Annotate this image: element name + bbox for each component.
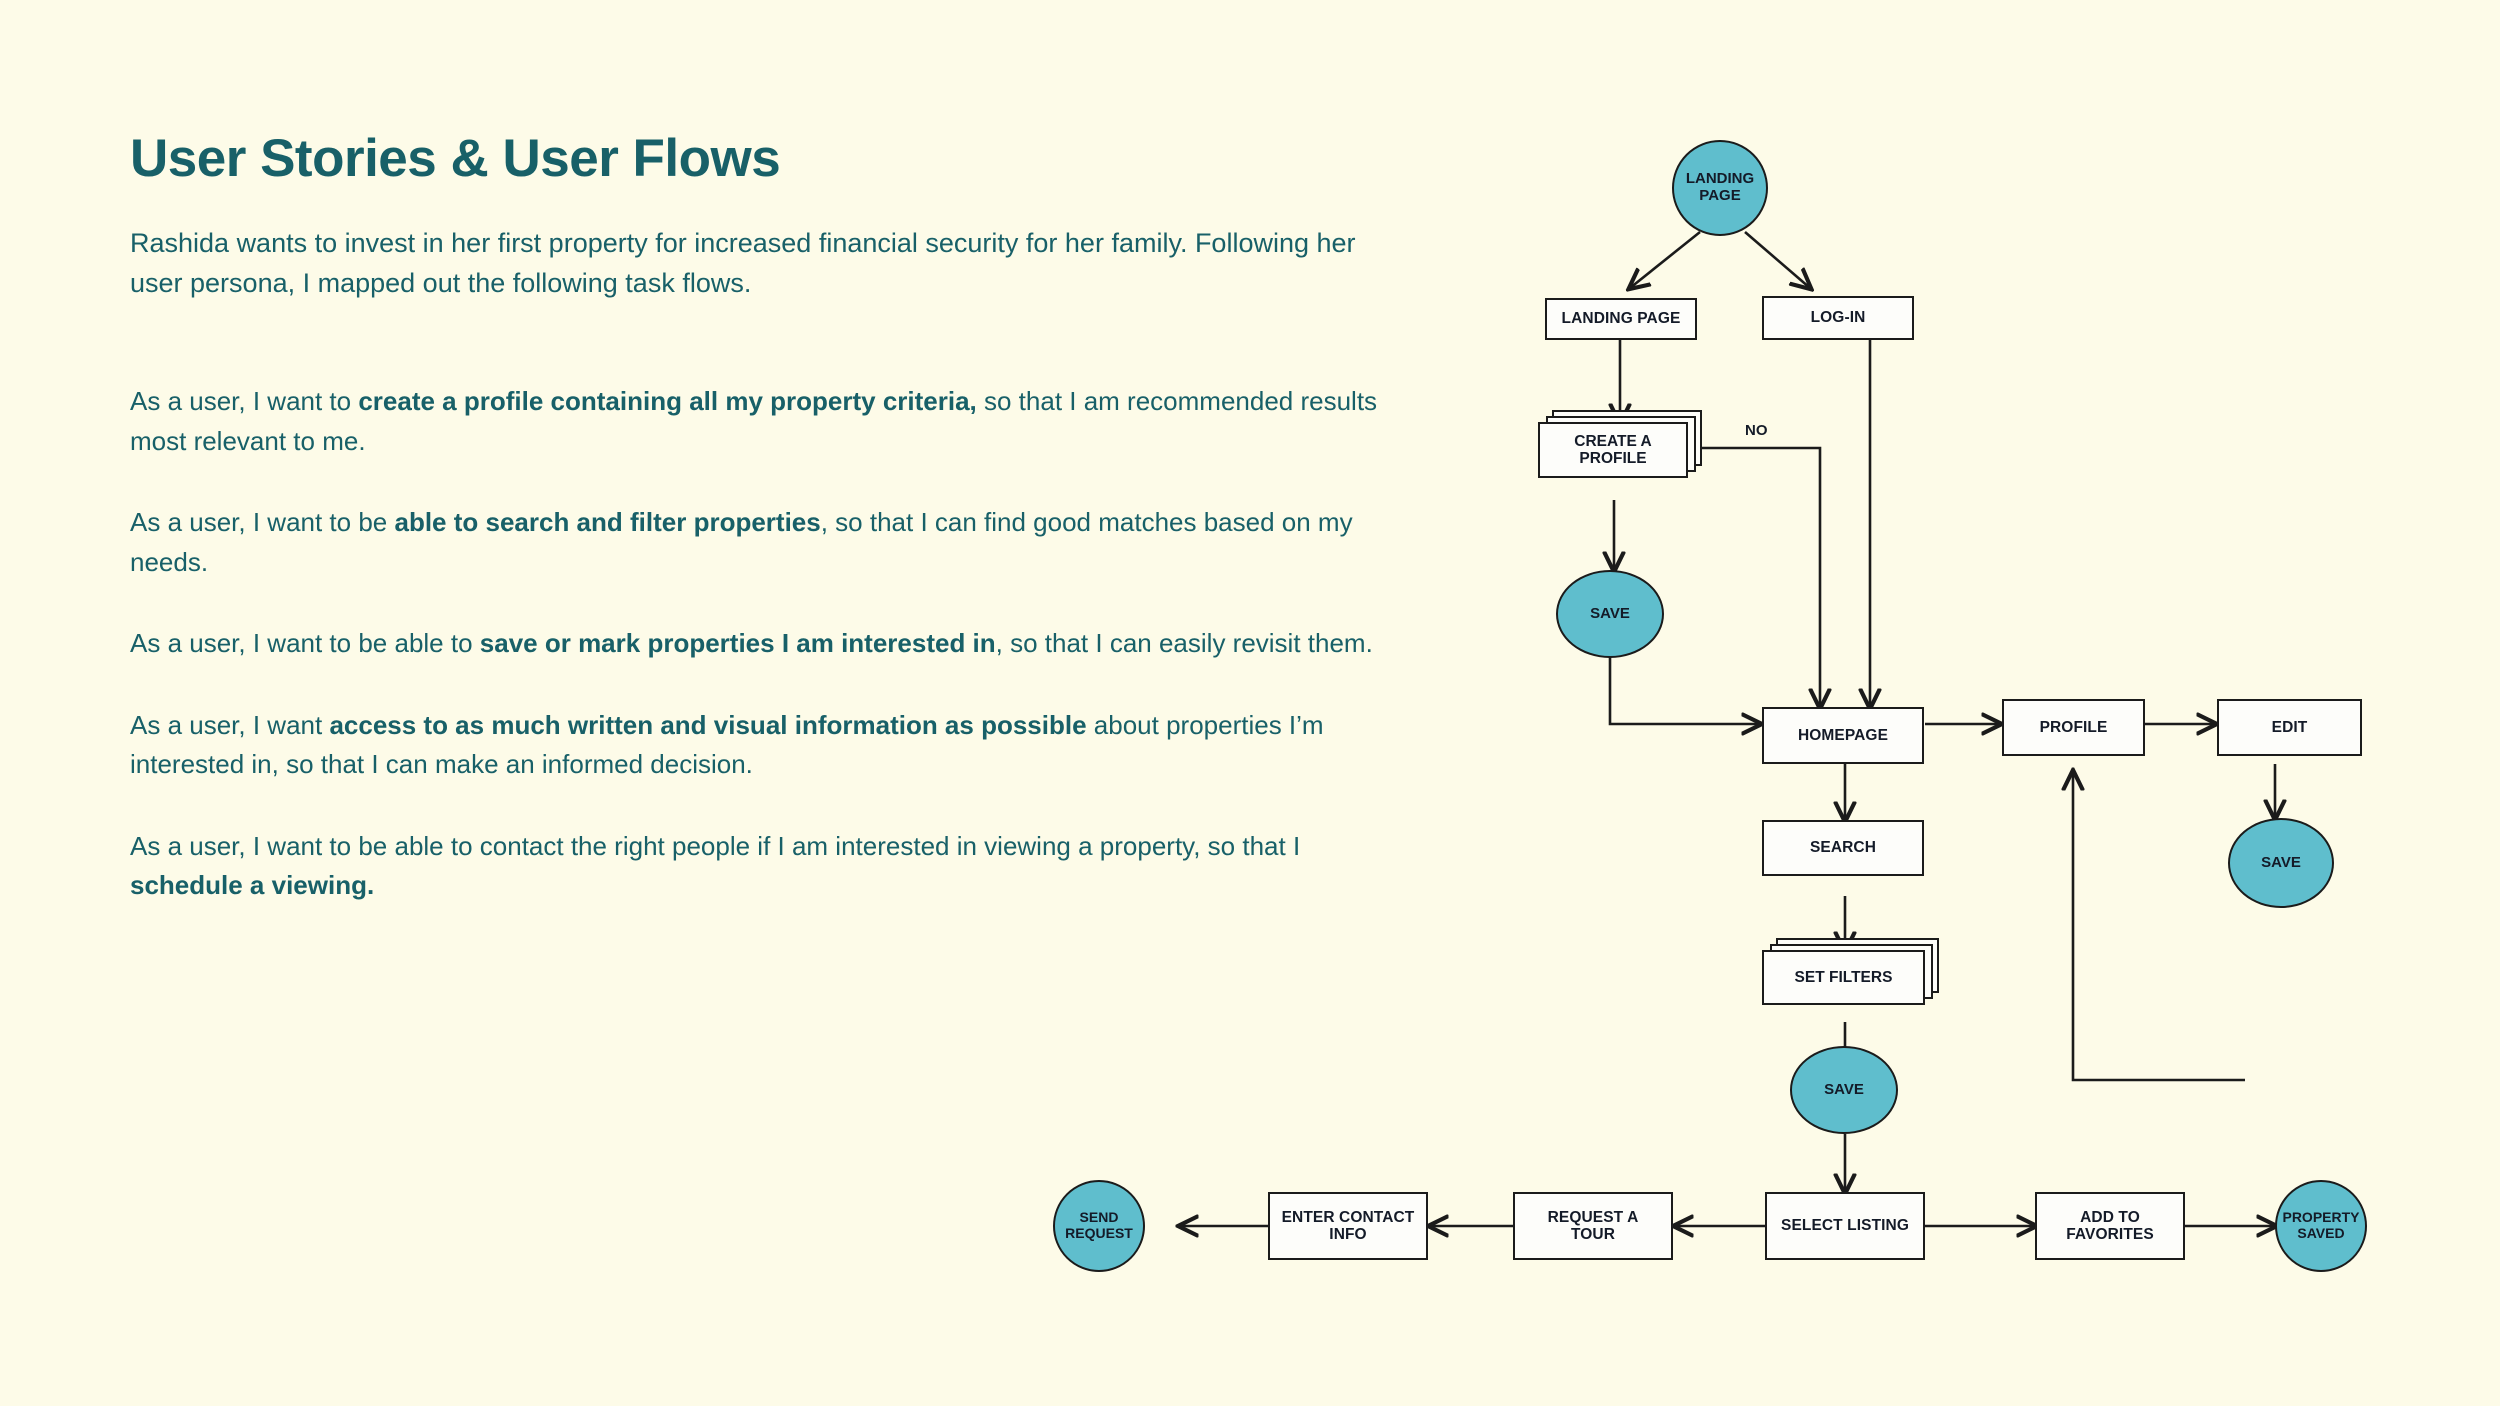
flow-node-set-filters[interactable]: SET FILTERS — [1762, 938, 1939, 1005]
flow-node-label: SEARCH — [1809, 839, 1877, 857]
flow-node-save-profile[interactable]: SAVE — [1556, 570, 1664, 658]
flow-node-select-listing[interactable]: SELECT LISTING — [1765, 1192, 1925, 1260]
flow-node-landing-page[interactable]: LANDING PAGE — [1545, 298, 1697, 340]
intro-paragraph: Rashida wants to invest in her first pro… — [130, 228, 1356, 299]
flow-node-label: ENTER CONTACT INFO — [1281, 1208, 1415, 1243]
story-5-pre: As a user, I want to be able to contact … — [130, 830, 1301, 861]
flow-node-request-a-tour[interactable]: REQUEST A TOUR — [1513, 1192, 1673, 1260]
story-2-bold: able to search and filter properties — [394, 507, 821, 538]
edge-label-text: NO — [1745, 422, 1768, 439]
story-4-post: about properties I’m interested in, so t… — [130, 709, 1324, 780]
edge-label-no: NO — [1745, 422, 1768, 439]
flow-node-edit[interactable]: EDIT — [2217, 699, 2362, 756]
flow-node-label: LOG-IN — [1810, 309, 1866, 327]
flow-node-label: SELECT LISTING — [1781, 1217, 1909, 1235]
flow-node-label: REQUEST A TOUR — [1547, 1208, 1639, 1243]
story-4-bold: access to as much written and visual inf… — [329, 709, 1087, 740]
flow-node-profile[interactable]: PROFILE — [2002, 699, 2145, 756]
story-1-pre: As a user, I want to — [130, 386, 359, 417]
user-story-4: As a user, I want access to as much writ… — [130, 706, 1420, 785]
text-column: User Stories & User Flows Rashida wants … — [130, 129, 1430, 948]
flow-node-label: PROFILE — [2039, 718, 2108, 736]
flow-node-start-landing-page[interactable]: LANDING PAGE — [1672, 140, 1768, 236]
flow-node-label: SAVE — [1824, 1080, 1864, 1098]
user-story-5: As a user, I want to be able to contact … — [130, 827, 1420, 906]
flow-node-label: LANDING PAGE — [1685, 170, 1755, 204]
flow-node-create-a-profile[interactable]: CREATE A PROFILE — [1538, 410, 1702, 478]
flow-node-save-filters[interactable]: SAVE — [1790, 1046, 1898, 1134]
story-1-post: so that I am recommended results most re… — [130, 386, 1378, 456]
flow-node-label: SAVE — [1590, 604, 1630, 622]
page-title: User Stories & User Flows — [130, 129, 781, 188]
story-1-bold: create a profile containing all my prope… — [358, 386, 977, 417]
flow-node-label-wrap: CREATE A PROFILE — [1538, 422, 1688, 478]
flow-node-label: SEND REQUEST — [1065, 1209, 1133, 1241]
flow-node-send-request[interactable]: SEND REQUEST — [1053, 1180, 1145, 1272]
story-2-pre: As a user, I want to be — [130, 507, 395, 538]
flow-node-add-to-favorites[interactable]: ADD TO FAVORITES — [2035, 1192, 2185, 1260]
story-2-post: , so that I can find good matches based … — [130, 507, 1353, 577]
flow-node-save-edit[interactable]: SAVE — [2228, 818, 2334, 908]
user-story-1: As a user, I want to create a profile co… — [130, 382, 1420, 461]
story-3-post: , so that I can easily revisit them. — [995, 628, 1373, 659]
flow-node-label: SET FILTERS — [1794, 968, 1893, 986]
flow-node-label-wrap: SET FILTERS — [1762, 950, 1925, 1005]
flow-node-label: CREATE A PROFILE — [1574, 432, 1652, 467]
flow-node-label: EDIT — [2271, 718, 2308, 736]
flow-node-homepage[interactable]: HOMEPAGE — [1762, 707, 1924, 764]
flow-node-enter-contact-info[interactable]: ENTER CONTACT INFO — [1268, 1192, 1428, 1260]
flow-node-label: LANDING PAGE — [1561, 310, 1681, 328]
user-story-3: As a user, I want to be able to save or … — [130, 624, 1420, 664]
user-story-2: As a user, I want to be able to search a… — [130, 503, 1420, 582]
flow-node-label: HOMEPAGE — [1797, 726, 1889, 744]
flow-node-label: PROPERTY SAVED — [2282, 1209, 2360, 1241]
flow-node-label: SAVE — [2261, 853, 2301, 871]
flow-node-label: ADD TO FAVORITES — [2066, 1208, 2154, 1243]
story-3-bold: save or mark properties I am interested … — [479, 628, 996, 659]
story-3-pre: As a user, I want to be able to — [130, 628, 480, 659]
flow-node-log-in[interactable]: LOG-IN — [1762, 296, 1914, 340]
flow-node-property-saved[interactable]: PROPERTY SAVED — [2275, 1180, 2367, 1272]
flow-node-search[interactable]: SEARCH — [1762, 820, 1924, 876]
story-5-bold: schedule a viewing. — [130, 870, 375, 901]
story-4-pre: As a user, I want — [130, 709, 330, 740]
